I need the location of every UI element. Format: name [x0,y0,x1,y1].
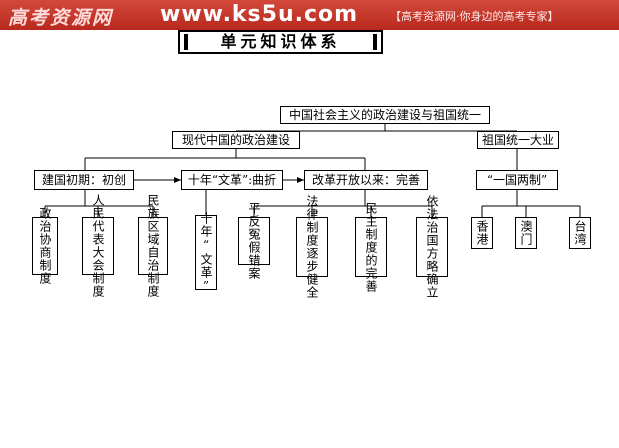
brand-logo: 高考资源网 [8,7,114,29]
title-left-bar [184,34,188,50]
phase1-item: 人民代表大会制度 [82,194,114,298]
root-node: 中国社会主义的政治建设与祖国统一 [280,106,490,124]
phase-early-node: 建国初期：初创 [34,170,134,190]
phase1-item: 政治协商制度 [32,207,58,285]
page-title-box: 单元知识体系 [178,30,383,54]
policy-node: “一国两制” [476,170,558,190]
page-title: 单元知识体系 [220,32,341,51]
phase3-item: 法律制度逐步健全 [296,195,328,299]
phase-cultural-revolution-node: 十年“文革”:曲折 [181,170,283,190]
site-banner: 高考资源网 www.ks5u.com 【高考资源网·你身边的高考专家】 [0,0,619,30]
phase3-item: 依法治国方略确立 [416,195,448,299]
title-right-bar [373,34,377,50]
site-slogan: 【高考资源网·你身边的高考专家】 [390,10,559,23]
phase3-item: 民主制度的完善 [355,202,387,293]
region-item: 香港 [471,217,493,249]
phase2-item: 十年“文革” [195,212,217,294]
phase1-item: 民族区域自治制度 [138,194,168,298]
site-url[interactable]: www.ks5u.com [160,2,359,27]
reunification-node: 祖国统一大业 [477,131,559,149]
phase-reform-node: 改革开放以来：完善 [304,170,428,190]
region-item: 澳门 [515,217,537,249]
political-construction-node: 现代中国的政治建设 [172,131,300,149]
phase3-item: 平反冤假错案 [238,202,270,280]
region-item: 台湾 [569,217,591,249]
